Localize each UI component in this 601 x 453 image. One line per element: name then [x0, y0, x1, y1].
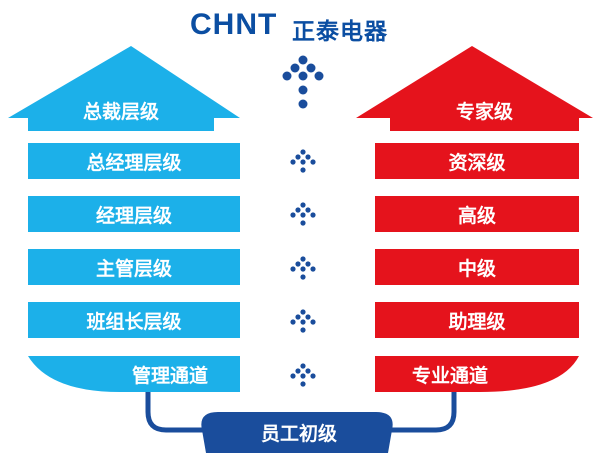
entry-level-label: 员工初级 — [260, 422, 337, 445]
brand-name-cn: 正泰电器 — [292, 19, 388, 45]
arrow-dots-up-icon — [290, 309, 316, 333]
entry-pill — [201, 412, 393, 453]
arrow-dots-up-icon — [282, 55, 324, 109]
arrow-dots-up-icon — [290, 202, 316, 226]
professional-level-1: 资深级 — [375, 143, 579, 179]
management-arrow-head — [8, 46, 240, 131]
professional-level-4: 助理级 — [375, 302, 579, 338]
management-level-1: 总经理层级 — [28, 143, 240, 179]
professional-arrow-head — [356, 46, 593, 131]
professional-level-2: 高级 — [375, 196, 579, 232]
management-channel-shape — [28, 356, 240, 392]
management-level-4: 班组长层级 — [28, 302, 240, 338]
arrow-dots-up-icon — [290, 149, 316, 173]
management-channel-label: 管理通道 — [131, 364, 208, 387]
professional-level-3: 中级 — [375, 249, 579, 285]
arrow-dots-up-icon — [290, 256, 316, 280]
management-level-3: 主管层级 — [28, 249, 240, 285]
professional-channel-label: 专业通道 — [411, 364, 488, 387]
brand-logo: CHNT 正泰电器 — [190, 6, 420, 46]
brand-name-en: CHNT — [190, 8, 278, 41]
management-level-2: 经理层级 — [28, 196, 240, 232]
professional-channel-shape — [375, 356, 579, 392]
management-top-label: 总裁层级 — [82, 100, 159, 123]
professional-top-label: 专家级 — [455, 100, 513, 123]
arrow-dots-up-icon — [290, 363, 316, 387]
